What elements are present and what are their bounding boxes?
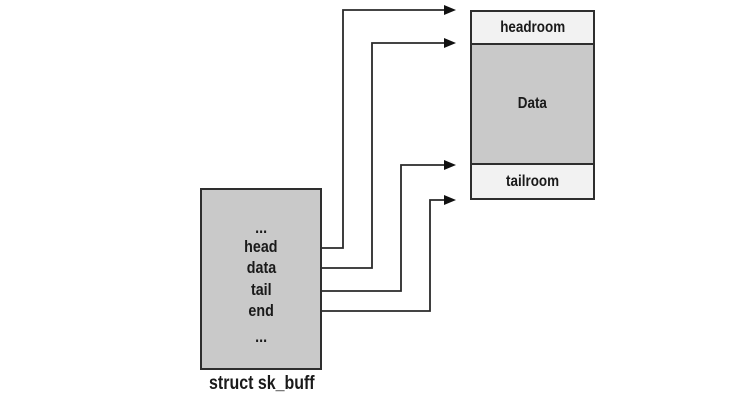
struct-field-ellipsis-bottom: ...	[255, 327, 267, 346]
packet-buffer-box: headroom Data tailroom	[470, 10, 595, 200]
struct-field-data: data	[246, 258, 276, 277]
buffer-section-headroom: headroom	[472, 12, 593, 43]
sk-buff-struct-box: ... head data tail end ...	[200, 188, 322, 370]
struct-field-tail: tail	[250, 280, 272, 299]
buffer-section-tailroom: tailroom	[472, 165, 593, 198]
struct-field-ellipsis-top: ...	[255, 218, 267, 237]
arrowhead-icon	[444, 195, 456, 205]
struct-field-head: head	[244, 237, 278, 256]
arrowhead-icon	[444, 5, 456, 15]
arrowhead-icon	[444, 38, 456, 48]
struct-field-end: end	[248, 301, 274, 320]
arrowhead-icon	[444, 160, 456, 170]
buffer-section-data: Data	[472, 43, 593, 165]
struct-box-caption: struct sk_buff	[209, 373, 315, 394]
